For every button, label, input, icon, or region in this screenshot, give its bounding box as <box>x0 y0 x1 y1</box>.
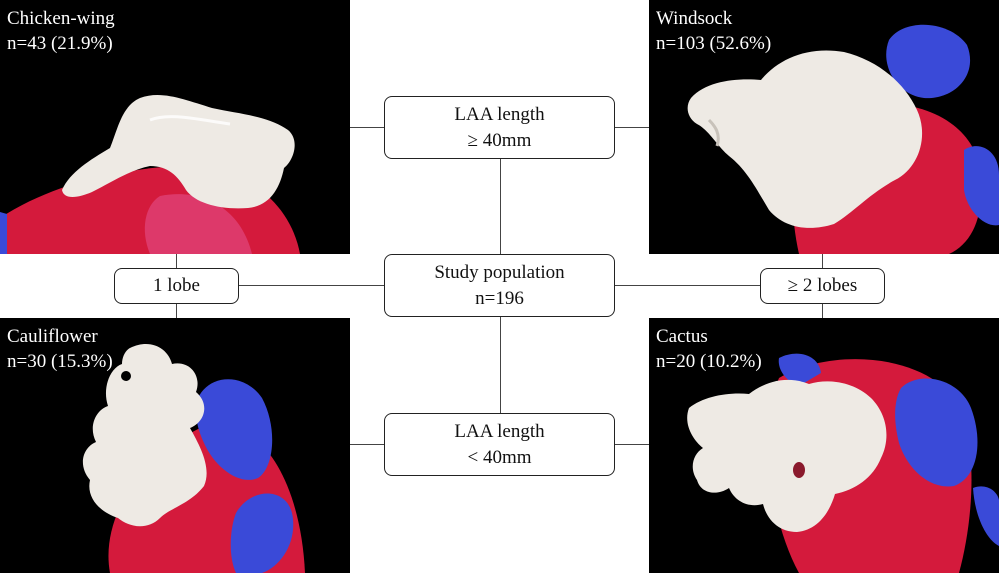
windsock-render <box>687 24 999 254</box>
connector-bottom-left <box>350 444 384 445</box>
box-laa-length-ge-40: LAA length ≥ 40mm <box>384 96 615 159</box>
panel-windsock: Windsock n=103 (52.6%) <box>649 0 999 254</box>
box-study-population-line1: Study population <box>434 261 565 283</box>
box-laa-length-ge-line1: LAA length <box>454 103 545 125</box>
chicken-wing-name: Chicken-wing <box>7 8 115 29</box>
box-laa-length-lt-40: LAA length < 40mm <box>384 413 615 476</box>
connector-right-horizontal <box>615 285 761 286</box>
cauliflower-render <box>82 343 305 573</box>
box-one-lobe: 1 lobe <box>114 268 239 304</box>
chicken-wing-count: n=43 (21.9%) <box>7 33 113 54</box>
chicken-wing-label: Chicken-wing n=43 (21.9%) <box>7 6 115 56</box>
windsock-name: Windsock <box>656 8 733 29</box>
windsock-label: Windsock n=103 (52.6%) <box>656 6 771 56</box>
chicken-wing-render <box>0 95 300 254</box>
connector-bottom-vertical <box>500 307 501 413</box>
cactus-name: Cactus <box>656 326 708 347</box>
box-laa-length-lt-line1: LAA length <box>454 420 545 442</box>
connector-top-vertical <box>500 158 501 254</box>
cactus-count: n=20 (10.2%) <box>656 351 762 372</box>
panel-cauliflower: Cauliflower n=30 (15.3%) <box>0 318 350 573</box>
cactus-label: Cactus n=20 (10.2%) <box>656 324 762 374</box>
connector-top-right <box>615 127 649 128</box>
cauliflower-label: Cauliflower n=30 (15.3%) <box>7 324 113 374</box>
cauliflower-count: n=30 (15.3%) <box>7 351 113 372</box>
box-laa-length-ge-line2: ≥ 40mm <box>467 129 532 151</box>
box-two-lobes: ≥ 2 lobes <box>760 268 885 304</box>
connector-bottom-right <box>615 444 649 445</box>
box-one-lobe-label: 1 lobe <box>153 275 200 296</box>
box-two-lobes-label: ≥ 2 lobes <box>787 275 858 296</box>
windsock-count: n=103 (52.6%) <box>656 33 772 54</box>
cactus-render <box>687 353 999 573</box>
cauliflower-name: Cauliflower <box>7 326 98 347</box>
box-laa-length-lt-line2: < 40mm <box>467 446 532 468</box>
connector-left-horizontal <box>238 285 384 286</box>
panel-cactus: Cactus n=20 (10.2%) <box>649 318 999 573</box>
connector-top-left <box>350 127 384 128</box>
box-study-population-line2: n=196 <box>475 287 524 309</box>
box-study-population: Study population n=196 <box>384 254 615 317</box>
panel-chicken-wing: Chicken-wing n=43 (21.9%) <box>0 0 350 254</box>
